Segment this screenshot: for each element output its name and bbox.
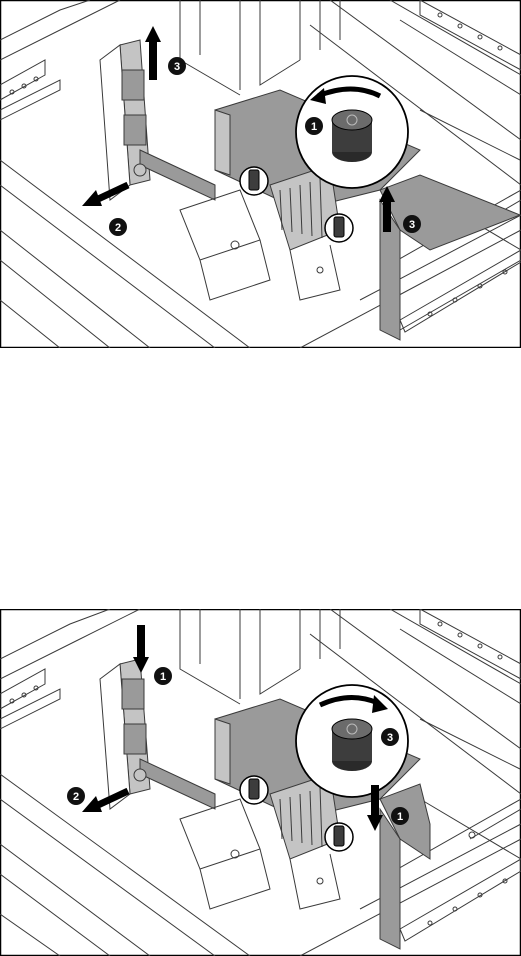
removal-illustration: 1 2 3 3 [0, 0, 521, 348]
callout-1: 1 [391, 807, 409, 825]
captive-screw-left [240, 776, 268, 804]
svg-text:2: 2 [73, 791, 79, 803]
callout-1: 1 [154, 667, 172, 685]
captive-screw-right [325, 214, 353, 242]
svg-text:1: 1 [397, 811, 403, 823]
callout-3: 3 [381, 728, 399, 746]
installation-diagram-panel: 1 2 3 1 [0, 609, 521, 956]
svg-text:3: 3 [174, 61, 180, 73]
svg-text:3: 3 [387, 732, 393, 744]
callout-2: 2 [67, 787, 85, 805]
svg-text:1: 1 [160, 671, 166, 683]
installation-illustration: 1 2 3 1 [0, 609, 521, 956]
svg-text:1: 1 [311, 121, 317, 133]
captive-screw-right [325, 823, 353, 851]
captive-screw-left [240, 167, 268, 195]
callout-3: 3 [168, 57, 186, 75]
thumbscrew-knob-icon [332, 110, 372, 162]
removal-diagram-panel: 1 2 3 3 [0, 0, 521, 348]
svg-text:2: 2 [115, 222, 121, 234]
thumbscrew-knob-icon [332, 719, 372, 771]
svg-text:3: 3 [409, 219, 415, 231]
callout-2: 2 [109, 218, 127, 236]
callout-1: 1 [305, 117, 323, 135]
callout-3: 3 [403, 215, 421, 233]
